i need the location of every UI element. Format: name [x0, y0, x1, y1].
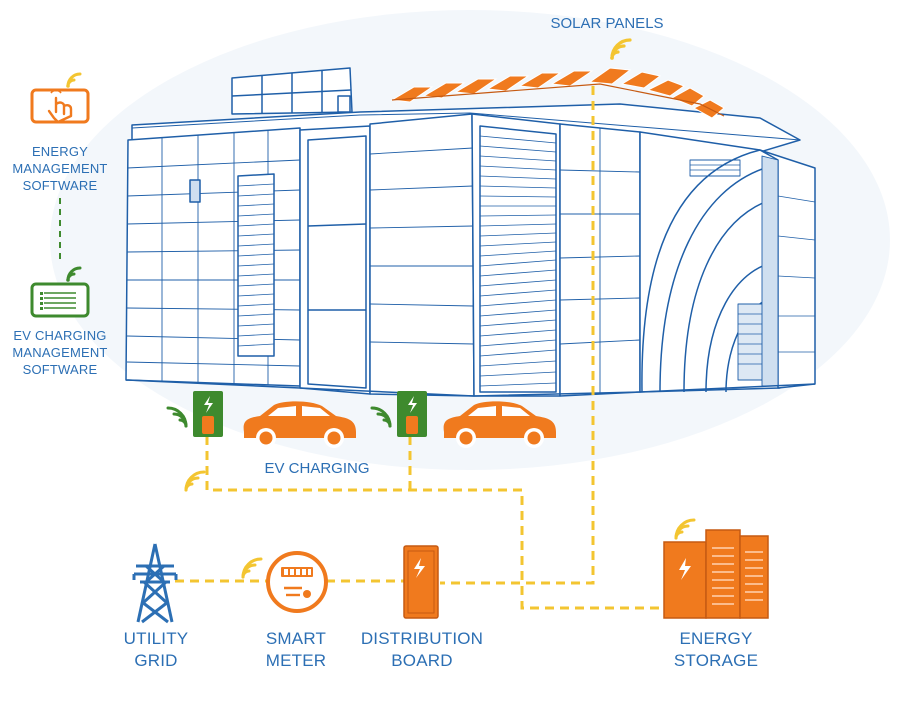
wifi-icon — [241, 557, 263, 579]
energy-storage-line-1: ENERGY — [679, 629, 753, 648]
car-icon — [443, 401, 556, 448]
ev-mgmt-line-1: EV CHARGING — [13, 328, 107, 343]
wifi-icon — [674, 518, 696, 540]
ev-mgmt-line-3: SOFTWARE — [22, 362, 98, 377]
distribution-board-label: DISTRIBUTION BOARD — [352, 628, 492, 672]
connection-lines — [175, 86, 664, 610]
wifi-icon — [184, 470, 206, 492]
energy-management-software-label: ENERGY MANAGEMENT SOFTWARE — [6, 143, 114, 194]
utility-grid-label: UTILITY GRID — [108, 628, 204, 672]
smart-meter-label: SMART METER — [248, 628, 344, 672]
solar-panel-icon — [390, 67, 725, 119]
utility-grid-line-1: UTILITY — [123, 629, 189, 648]
distribution-board-icon — [403, 545, 439, 619]
energy-storage-line-2: STORAGE — [673, 651, 759, 670]
ev-charging-label: EV CHARGING — [264, 460, 369, 477]
wifi-icon — [66, 72, 82, 88]
wifi-icon — [66, 266, 82, 282]
wifi-icon — [370, 406, 392, 428]
distribution-board-line-1: DISTRIBUTION — [360, 629, 484, 648]
ev-charger-icon — [193, 391, 223, 437]
building — [125, 67, 816, 397]
battery-storage-icon — [663, 529, 769, 619]
energy-mgmt-line-1: ENERGY — [31, 144, 89, 159]
car-icon — [243, 401, 356, 448]
solar-panels-label: SOLAR PANELS — [550, 15, 663, 32]
smart-meter-line-1: SMART — [265, 629, 327, 648]
ev-charging-management-software-label: EV CHARGING MANAGEMENT SOFTWARE — [4, 327, 116, 378]
utility-grid-line-2: GRID — [134, 651, 178, 670]
energy-mgmt-line-3: SOFTWARE — [22, 178, 98, 193]
energy-mgmt-line-2: MANAGEMENT — [12, 161, 108, 176]
ev-mgmt-line-2: MANAGEMENT — [12, 345, 108, 360]
wifi-icon — [610, 38, 632, 60]
wifi-icon — [166, 406, 188, 428]
transmission-tower-icon — [132, 543, 178, 624]
energy-storage-label: ENERGY STORAGE — [660, 628, 772, 672]
ev-charger-icon — [397, 391, 427, 437]
ev-software-screen-icon — [30, 282, 90, 318]
smart-meter-line-2: METER — [265, 651, 327, 670]
touch-screen-icon — [30, 88, 90, 124]
smart-meter-icon — [266, 551, 328, 613]
distribution-board-line-2: BOARD — [391, 651, 453, 670]
